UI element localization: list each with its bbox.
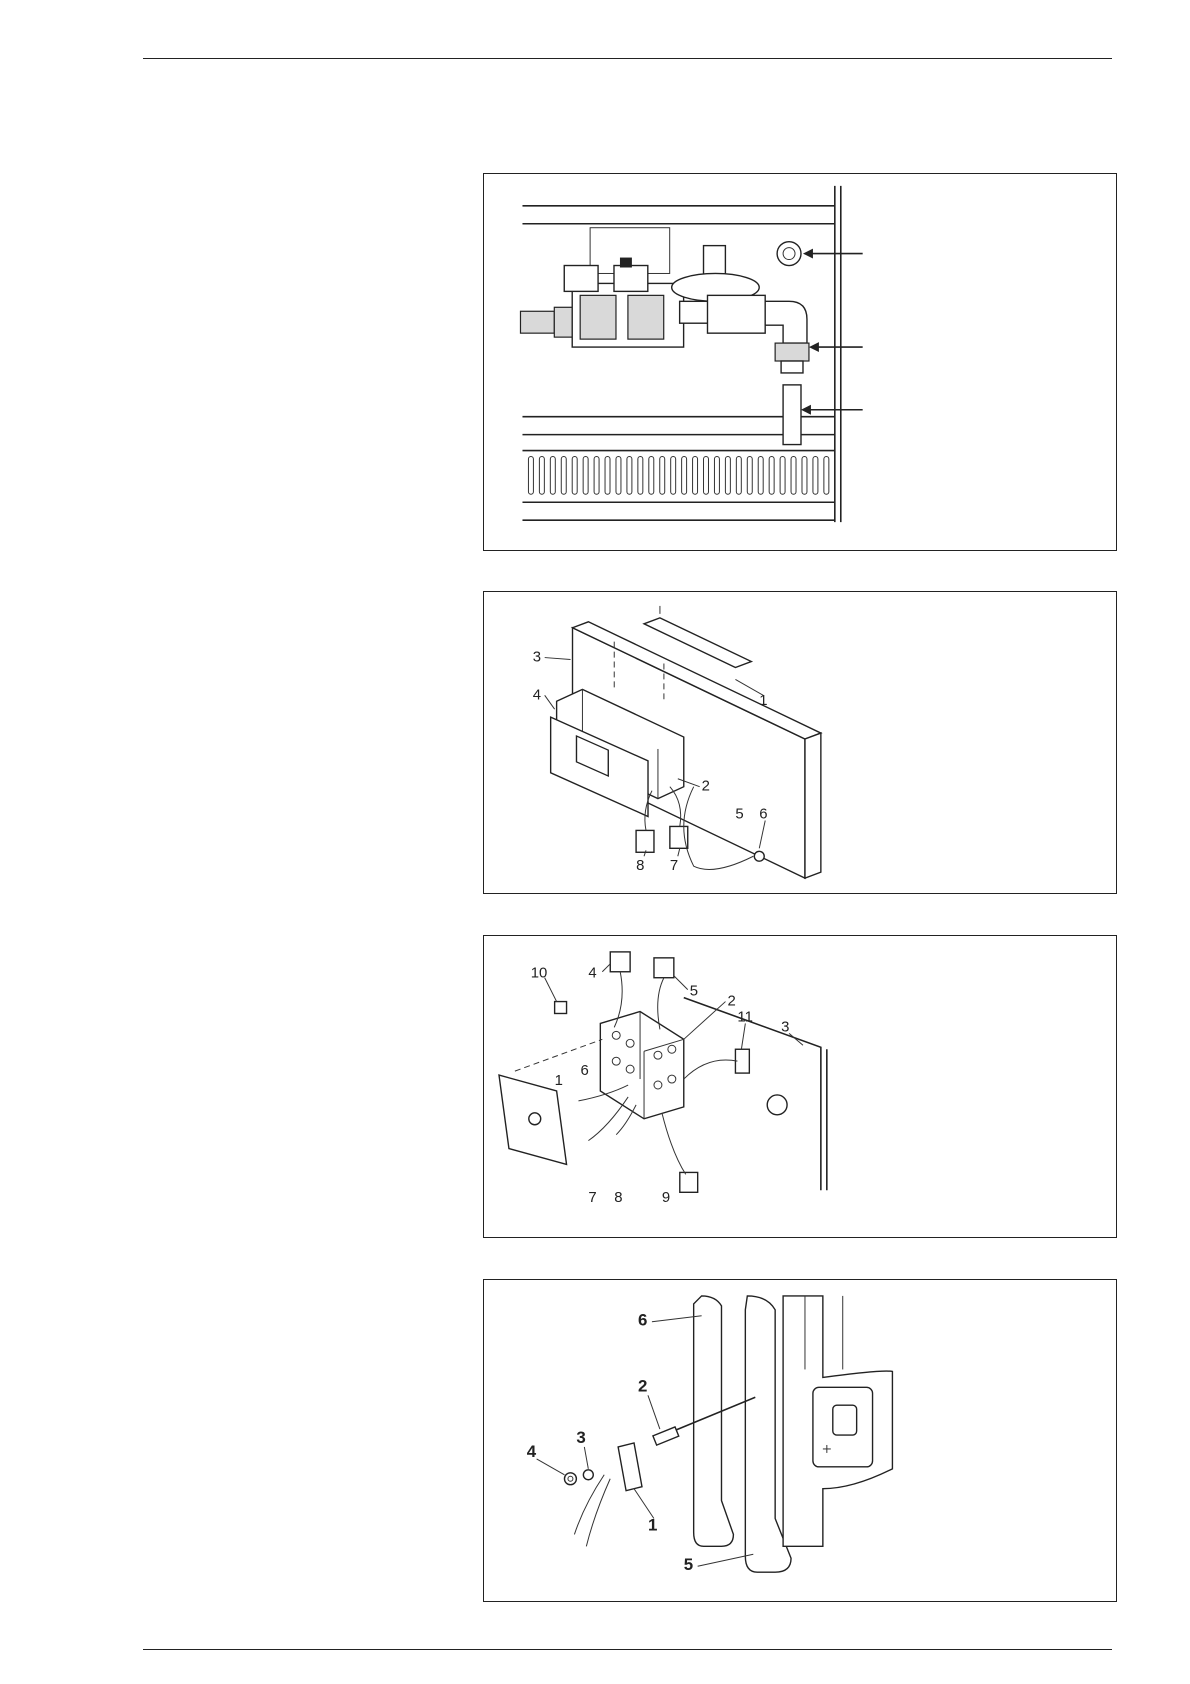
label-4: 4 xyxy=(527,1442,537,1461)
louvre-slot xyxy=(572,456,577,494)
louvre-slot xyxy=(539,456,544,494)
louvre-slot xyxy=(682,456,687,494)
electrode-illustration: 6 2 3 4 1 5 xyxy=(484,1280,1116,1601)
footer-rule xyxy=(143,1649,1112,1650)
label-3: 3 xyxy=(781,1019,789,1035)
label-2: 2 xyxy=(638,1376,647,1395)
louvre-slot xyxy=(616,456,621,494)
louvre-slot xyxy=(528,456,533,494)
label-8: 8 xyxy=(614,1190,622,1206)
louvre-slot xyxy=(561,456,566,494)
louvre-slot xyxy=(714,456,719,494)
label-5: 5 xyxy=(690,984,698,1000)
label-1: 1 xyxy=(759,693,767,709)
louvre-slot xyxy=(693,456,698,494)
louvre-slot xyxy=(780,456,785,494)
label-3: 3 xyxy=(576,1428,585,1447)
label-6: 6 xyxy=(759,806,767,822)
louvre-slot xyxy=(802,456,807,494)
figure-electrode-assembly: 6 2 3 4 1 5 xyxy=(483,1279,1117,1602)
label-3: 3 xyxy=(533,650,541,666)
louvre-slot xyxy=(769,456,774,494)
louvre-slot xyxy=(736,456,741,494)
louvre-slot xyxy=(660,456,665,494)
louvre-slot xyxy=(813,456,818,494)
label-1: 1 xyxy=(648,1515,657,1534)
louvre-slot xyxy=(671,456,676,494)
label-2: 2 xyxy=(702,779,710,795)
louvre-slot xyxy=(824,456,829,494)
label-5: 5 xyxy=(735,806,743,822)
louvre-slot xyxy=(649,456,654,494)
gas-valve-illustration xyxy=(484,174,1116,550)
louvre-slot xyxy=(704,456,709,494)
louvre-slot xyxy=(550,456,555,494)
label-8: 8 xyxy=(636,858,644,874)
louvre-slot xyxy=(627,456,632,494)
junction-box-illustration: 10 4 5 2 11 3 1 6 7 8 9 xyxy=(484,936,1116,1237)
louvre-slot xyxy=(594,456,599,494)
header-rule xyxy=(143,58,1112,59)
label-7: 7 xyxy=(588,1190,596,1206)
figure-junction-box-exploded: 10 4 5 2 11 3 1 6 7 8 9 xyxy=(483,935,1117,1238)
label-1: 1 xyxy=(555,1073,563,1089)
control-box-illustration: 3 4 1 2 5 6 8 7 xyxy=(484,592,1116,893)
louvre-slot xyxy=(791,456,796,494)
louvre-slot xyxy=(747,456,752,494)
label-11: 11 xyxy=(737,1009,752,1025)
louvre-slot xyxy=(725,456,730,494)
louvre-slot xyxy=(605,456,610,494)
label-7: 7 xyxy=(670,858,678,874)
louvre-slot xyxy=(758,456,763,494)
label-10: 10 xyxy=(531,966,548,982)
louvre-slot xyxy=(638,456,643,494)
label-2: 2 xyxy=(727,994,735,1010)
label-4: 4 xyxy=(588,966,596,982)
label-6: 6 xyxy=(580,1063,588,1079)
figure-control-box-exploded: 3 4 1 2 5 6 8 7 xyxy=(483,591,1117,894)
figure-gas-valve-assembly xyxy=(483,173,1117,551)
label-4: 4 xyxy=(533,687,541,703)
label-5: 5 xyxy=(684,1555,693,1574)
louvre-slot xyxy=(583,456,588,494)
label-9: 9 xyxy=(662,1190,670,1206)
label-6: 6 xyxy=(638,1311,647,1330)
